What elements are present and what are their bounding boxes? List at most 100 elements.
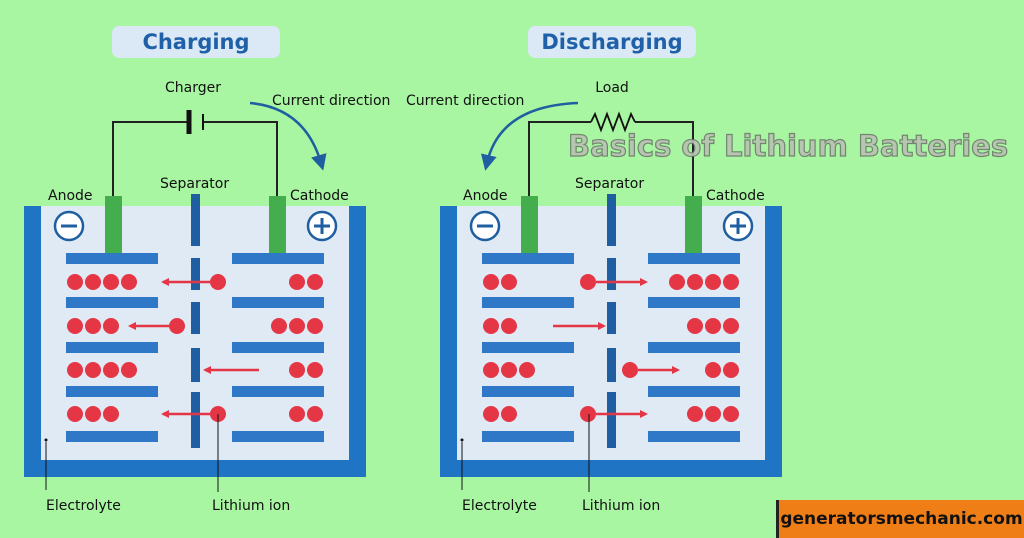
charging-plus-icon <box>306 210 338 242</box>
discharging-separator <box>607 194 616 448</box>
anode-ion <box>103 318 119 334</box>
cathode-ion <box>723 318 739 334</box>
cathode-plate <box>232 342 324 353</box>
charging-electrolyte-label: Electrolyte <box>46 498 121 514</box>
charging-ion-label: Lithium ion <box>212 498 290 514</box>
discharging-title: Discharging <box>541 30 682 54</box>
anode-ion <box>501 318 517 334</box>
cathode-ion <box>271 318 287 334</box>
charging-current-arrow <box>249 101 327 171</box>
charging-circuit-wire <box>112 121 278 196</box>
separator-segment <box>191 194 200 246</box>
moving-ion <box>169 318 185 334</box>
charging-anode-label: Anode <box>48 188 93 204</box>
charging-separator <box>191 194 200 448</box>
separator-segment <box>607 348 616 382</box>
charging-cathode-terminal <box>269 196 286 253</box>
separator-segment <box>191 302 200 334</box>
anode-ion <box>85 406 101 422</box>
charging-plates <box>66 253 324 442</box>
separator-segment <box>191 392 200 448</box>
cathode-ion <box>307 362 323 378</box>
discharging-current-arrow <box>480 101 579 171</box>
separator-segment <box>607 194 616 246</box>
anode-plate <box>482 342 574 353</box>
anode-plate <box>482 386 574 397</box>
anode-plate <box>66 253 158 264</box>
anode-plate <box>482 297 574 308</box>
cathode-plate <box>232 431 324 442</box>
discharging-ion-label: Lithium ion <box>582 498 660 514</box>
cathode-plate <box>648 253 740 264</box>
anode-ion <box>67 318 83 334</box>
anode-ion <box>483 318 499 334</box>
moving-ion <box>580 274 596 290</box>
cathode-ion <box>307 406 323 422</box>
cathode-ion <box>705 406 721 422</box>
discharging-separator-label: Separator <box>575 176 644 192</box>
anode-ion <box>483 406 499 422</box>
anode-ion <box>67 274 83 290</box>
cathode-ion <box>669 274 685 290</box>
anode-ion <box>519 362 535 378</box>
anode-plate <box>66 297 158 308</box>
discharging-ions <box>483 274 739 422</box>
anode-ion <box>501 274 517 290</box>
cathode-plate <box>232 386 324 397</box>
cathode-ion <box>723 406 739 422</box>
charging-anode-terminal <box>105 196 122 253</box>
cathode-ion <box>289 274 305 290</box>
charging-title-pill <box>112 26 280 58</box>
cathode-plate <box>648 431 740 442</box>
anode-ion <box>85 362 101 378</box>
discharging-electrolyte-label: Electrolyte <box>462 498 537 514</box>
cathode-ion <box>687 406 703 422</box>
site-badge[interactable]: generatorsmechanic.com <box>776 500 1024 538</box>
cathode-ion <box>289 406 305 422</box>
anode-ion <box>67 406 83 422</box>
anode-ion <box>501 362 517 378</box>
watermark-title: Basics of Lithium Batteries <box>568 129 1008 163</box>
cathode-plate <box>648 386 740 397</box>
anode-ion <box>103 274 119 290</box>
cathode-ion <box>687 318 703 334</box>
cathode-ion <box>705 318 721 334</box>
discharging-anode-label: Anode <box>463 188 508 204</box>
charging-title: Charging <box>142 30 249 54</box>
charging-electrolyte-dot <box>44 438 48 442</box>
discharging-anode-terminal <box>521 196 538 253</box>
anode-ion <box>103 362 119 378</box>
anode-ion <box>67 362 83 378</box>
anode-ion <box>483 362 499 378</box>
moving-ion <box>210 274 226 290</box>
discharging-panel: Discharging Load Current direction Anode… <box>406 26 782 514</box>
cathode-plate <box>232 253 324 264</box>
anode-plate <box>482 431 574 442</box>
anode-ion <box>121 274 137 290</box>
charging-ions <box>67 274 323 422</box>
cathode-plate <box>648 342 740 353</box>
anode-ion <box>483 274 499 290</box>
discharging-electrolyte-dot <box>460 438 464 442</box>
charging-panel: Charging Charger Current direction Anode… <box>24 26 390 514</box>
charging-minus-icon <box>53 210 85 242</box>
cathode-ion <box>723 362 739 378</box>
charging-current-label: Current direction <box>272 93 390 109</box>
separator-segment <box>191 348 200 382</box>
moving-ion <box>622 362 638 378</box>
anode-ion <box>85 274 101 290</box>
moving-ion <box>580 406 596 422</box>
separator-segment <box>607 258 616 290</box>
separator-segment <box>607 302 616 334</box>
cathode-ion <box>687 274 703 290</box>
cathode-ion <box>289 362 305 378</box>
cathode-ion <box>705 274 721 290</box>
discharging-minus-icon <box>469 210 501 242</box>
discharging-current-label: Current direction <box>406 93 524 109</box>
separator-segment <box>607 392 616 448</box>
anode-plate <box>482 253 574 264</box>
discharging-cathode-label: Cathode <box>706 188 765 204</box>
discharging-circuit-wire <box>528 121 694 196</box>
